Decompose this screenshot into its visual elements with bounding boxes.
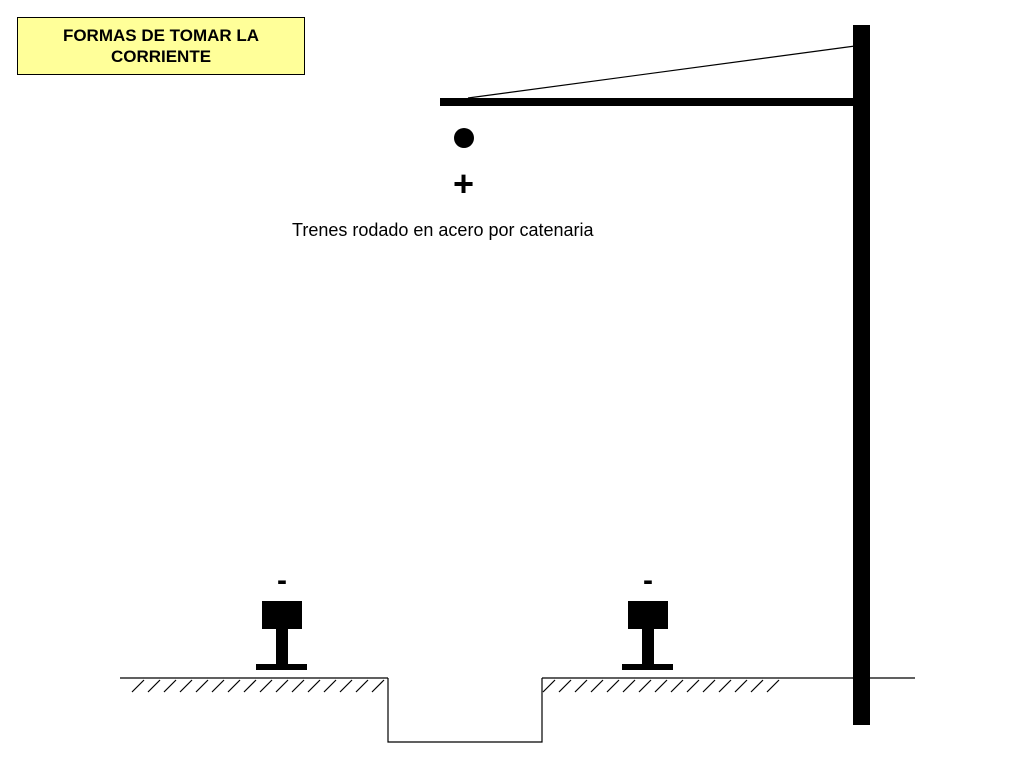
stay-wire [467,45,856,99]
ground-hatching [131,679,780,693]
cantilever-arm [440,98,855,106]
negative-symbol-right: - [643,564,653,597]
rail-right [622,601,673,670]
diagram-title: FORMAS DE TOMAR LA CORRIENTE [62,26,260,66]
caption: Trenes rodado en acero por catenaria [292,220,594,240]
contact-wire [454,128,474,148]
trench [387,678,543,743]
rail-left [256,601,307,670]
negative-symbol-left: - [277,564,287,597]
support-pole [853,25,870,725]
positive-symbol: + [453,163,475,204]
title-box: FORMAS DE TOMAR LA CORRIENTE [17,17,305,75]
